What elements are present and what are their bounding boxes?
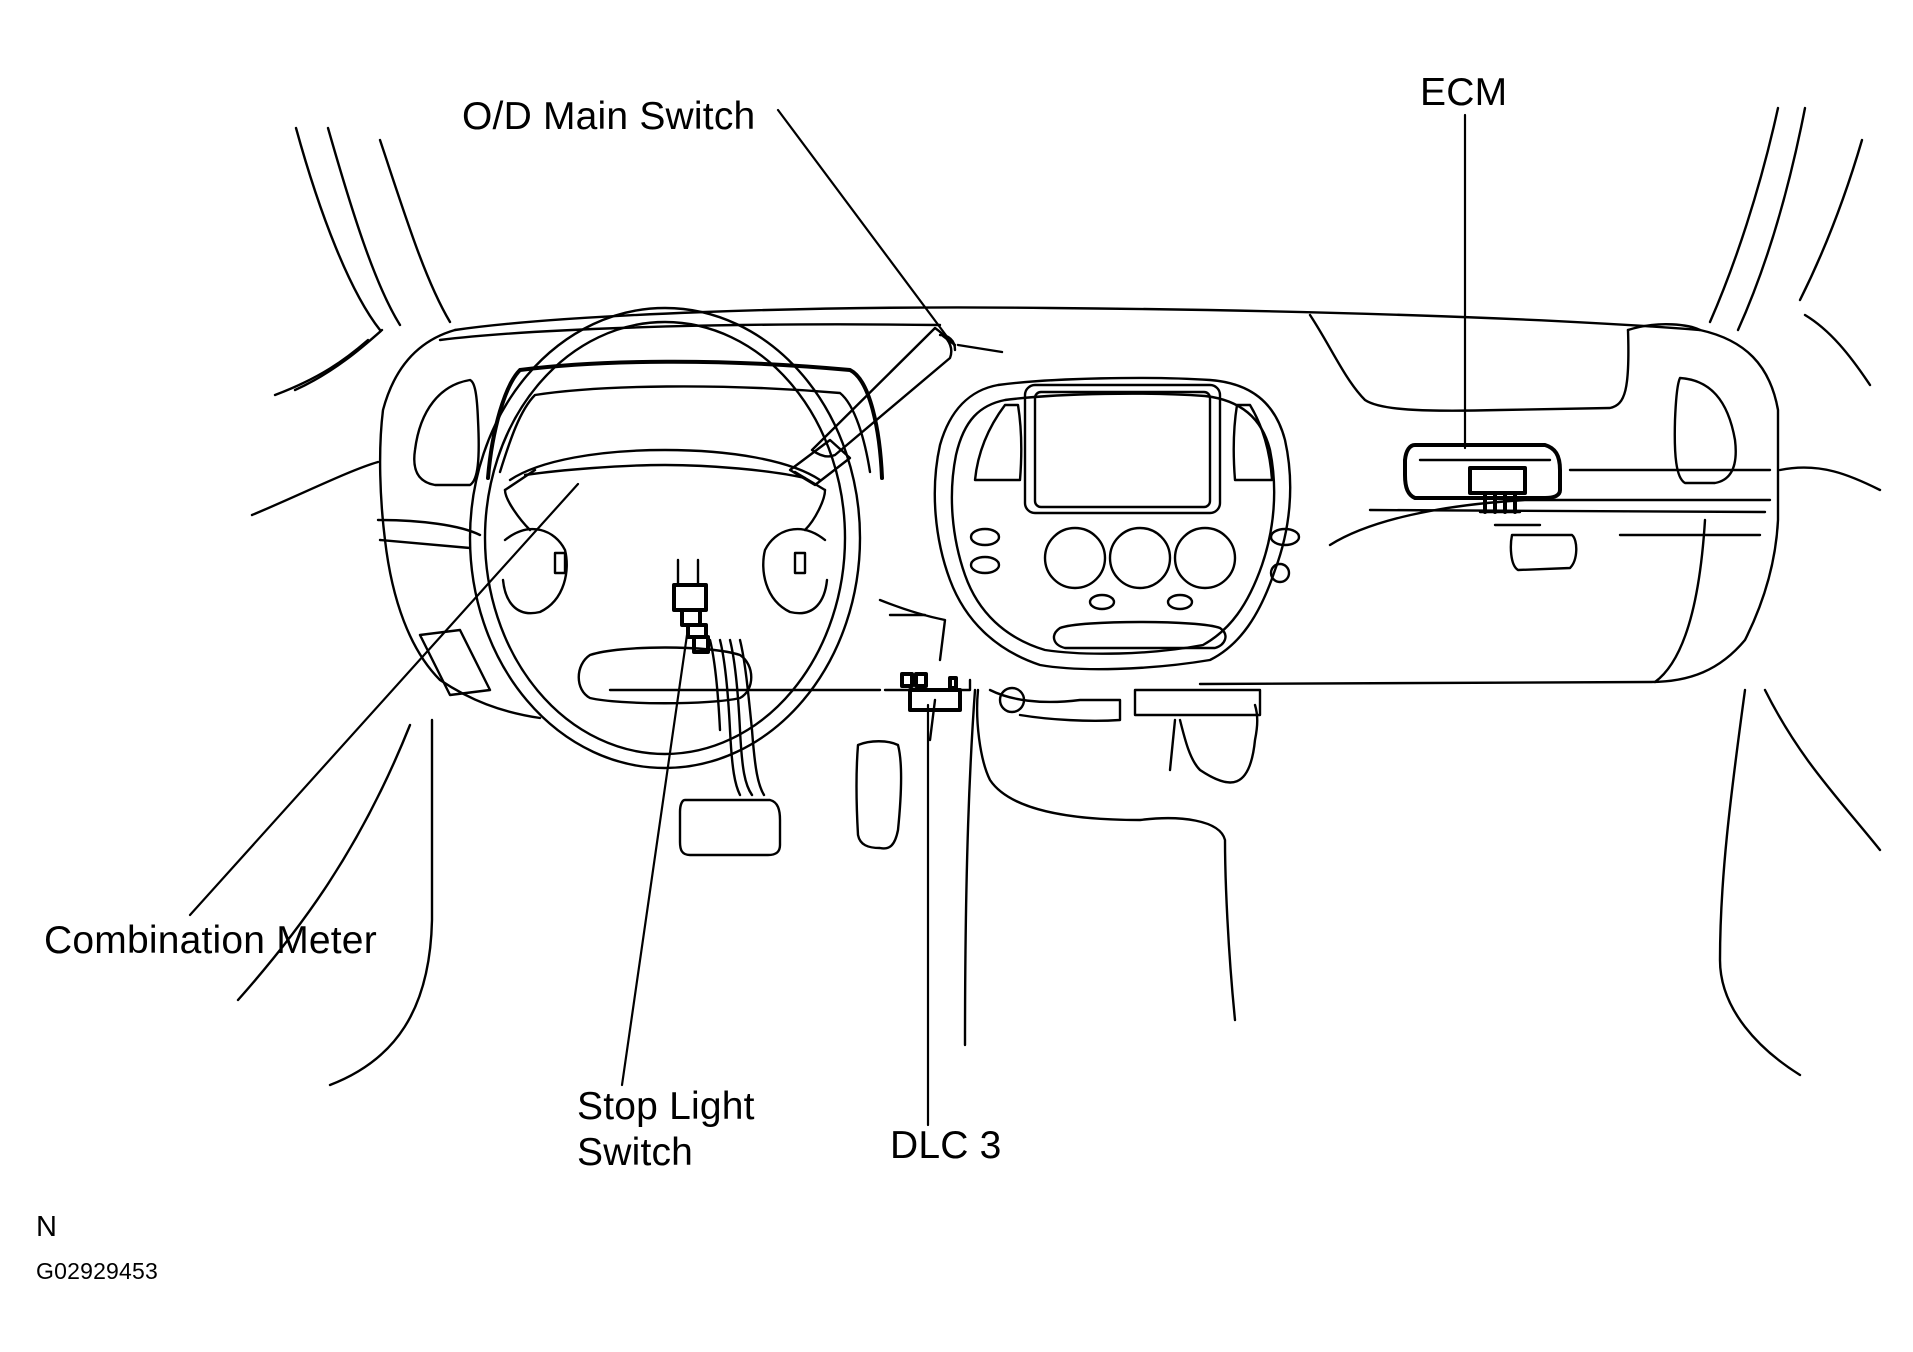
- leader-stop-light-switch: [620, 626, 690, 1087]
- view-code: N: [36, 1211, 58, 1243]
- label-od-main-switch: O/D Main Switch: [462, 95, 756, 138]
- right-a-pillar: [1708, 106, 1872, 387]
- center-console: [933, 376, 1301, 671]
- label-dlc3: DLC 3: [890, 1124, 1002, 1167]
- left-air-vent: [413, 378, 480, 487]
- steering-column-wiring: [608, 638, 882, 797]
- steering-wheel: [468, 306, 862, 770]
- label-ecm: ECM: [1420, 71, 1508, 114]
- left-a-pillar: [273, 126, 452, 397]
- leader-combination-meter: [188, 482, 580, 917]
- dashboard-body: [376, 306, 1780, 720]
- left-lower-panel: [418, 628, 492, 697]
- ecm-unit: [1403, 443, 1578, 572]
- label-combination-meter: Combination Meter: [44, 919, 377, 962]
- shift-lever: [788, 326, 1004, 487]
- floor-console: [975, 686, 1262, 1022]
- leader-od-main-switch: [776, 108, 950, 340]
- label-stop-light-switch: Stop Light Switch: [577, 1085, 755, 1174]
- left-body-side: [236, 460, 434, 1087]
- instrument-cluster-hood: [486, 359, 884, 480]
- accelerator-pedal: [855, 740, 903, 850]
- right-air-vent: [1673, 376, 1737, 485]
- brake-pedal: [678, 798, 782, 857]
- right-body-side: [1718, 466, 1882, 1077]
- stop-light-switch-part: [672, 558, 710, 654]
- dlc3-connector: [878, 598, 977, 1047]
- figure-id: G02929453: [36, 1258, 159, 1284]
